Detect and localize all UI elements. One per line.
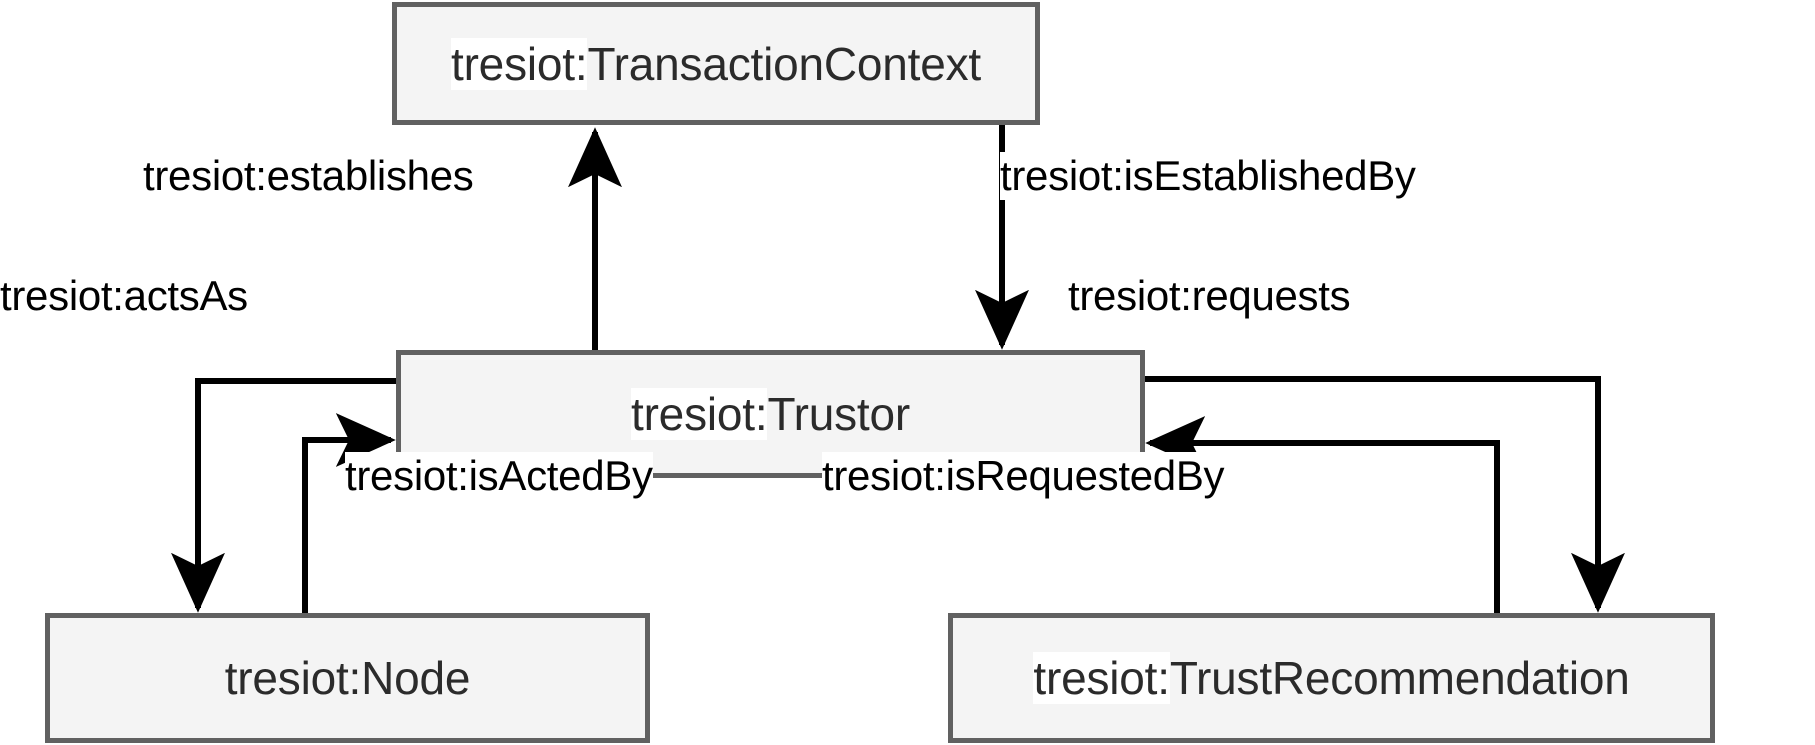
node-trust-recommendation-prefix: tresiot: bbox=[1033, 652, 1170, 704]
node-node-prefix: tresiot: bbox=[224, 652, 362, 704]
node-trustor-label: tresiot:Trustor bbox=[630, 387, 911, 441]
edge-requests bbox=[1143, 376, 1625, 613]
edge-acts-as bbox=[171, 378, 398, 613]
edge-label-acts-as: tresiot:actsAs bbox=[0, 272, 248, 320]
edge-label-is-established-by: tresiot:isEstablishedBy bbox=[1000, 152, 1416, 200]
node-transaction-context-label: tresiot:TransactionContext bbox=[450, 37, 981, 91]
edge-is-acted-by bbox=[302, 413, 396, 615]
edge-is-requested-by bbox=[1145, 416, 1500, 615]
edge-label-establishes: tresiot:establishes bbox=[143, 152, 474, 200]
edge-label-requests: tresiot:requests bbox=[1068, 272, 1351, 320]
node-trust-recommendation-name: TrustRecommendation bbox=[1169, 652, 1630, 704]
edge-label-is-acted-by: tresiot:isActedBy bbox=[345, 452, 653, 500]
node-node[interactable]: tresiot:Node bbox=[45, 613, 650, 743]
edge-label-is-requested-by: tresiot:isRequestedBy bbox=[822, 452, 1225, 500]
node-transaction-context-prefix: tresiot: bbox=[450, 37, 588, 90]
node-transaction-context-name: TransactionContext bbox=[587, 37, 981, 90]
node-trust-recommendation-label: tresiot:TrustRecommendation bbox=[1033, 651, 1630, 705]
node-trustor-prefix: tresiot: bbox=[630, 388, 768, 440]
node-node-label: tresiot:Node bbox=[225, 651, 471, 705]
node-node-name: Node bbox=[361, 652, 471, 704]
node-trust-recommendation[interactable]: tresiot:TrustRecommendation bbox=[948, 613, 1715, 743]
node-trustor-name: Trustor bbox=[767, 388, 911, 440]
node-transaction-context[interactable]: tresiot:TransactionContext bbox=[392, 2, 1040, 125]
